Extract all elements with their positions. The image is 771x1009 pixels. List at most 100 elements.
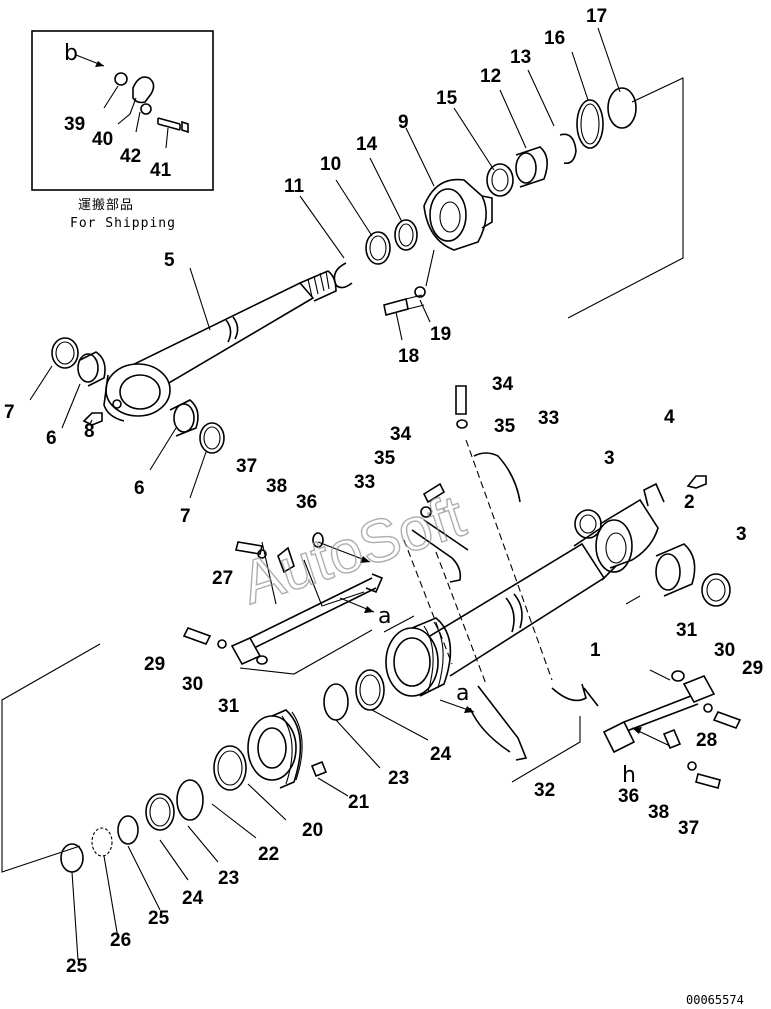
seal-ring-icon	[486, 163, 514, 197]
bolt-icon	[235, 541, 263, 555]
piston-nut	[247, 715, 297, 781]
part-label: 9	[398, 112, 409, 133]
part-label: 1	[590, 640, 601, 661]
part-label: 7	[4, 402, 15, 423]
inset-title-en: For Shipping	[70, 216, 176, 231]
piston-ring-icon	[355, 669, 385, 711]
part-label: 14	[356, 134, 378, 155]
part-label: 36	[618, 786, 639, 807]
part-label: 34	[390, 424, 412, 445]
part-label: 10	[320, 154, 341, 175]
bushing-icon	[515, 146, 548, 188]
part-label: 31	[218, 696, 240, 717]
watermark: AutoSoft	[233, 482, 473, 617]
cylinder-tube	[419, 542, 606, 677]
washer-icon	[456, 419, 468, 429]
pipe-clamp-icon	[551, 683, 599, 707]
snap-ring-icon	[559, 133, 577, 165]
pipe-27	[245, 577, 377, 651]
part-label: 34	[492, 374, 514, 395]
part-label: 18	[398, 346, 419, 367]
part-label: 19	[430, 324, 451, 345]
washer-icon	[217, 639, 227, 649]
o-ring-icon	[256, 655, 268, 665]
part-label: 16	[544, 28, 565, 49]
part-label: 35	[374, 448, 396, 469]
bracket-icon	[662, 728, 682, 750]
part-label: 38	[648, 802, 669, 823]
part-label: 35	[494, 416, 516, 437]
inset-label-40: 40	[92, 129, 113, 150]
part-label: 32	[534, 780, 555, 801]
set-screw-icon	[310, 760, 328, 778]
bushing-icon	[169, 399, 199, 437]
part-label: 2	[684, 492, 695, 513]
bushing-icon	[655, 543, 696, 597]
ref-letter-a: a	[378, 604, 391, 629]
part-label: 23	[218, 868, 239, 889]
part-label: 33	[538, 408, 559, 429]
part-label: 29	[742, 658, 763, 679]
part-label: 26	[110, 930, 131, 951]
part-label: 22	[258, 844, 279, 865]
wear-ring-icon	[176, 779, 204, 821]
washer-icon	[687, 761, 697, 771]
part-label: 38	[266, 476, 287, 497]
part-label: 6	[46, 428, 57, 449]
washer-icon	[703, 703, 713, 713]
snap-ring-icon	[333, 262, 353, 289]
part-label: 8	[84, 421, 95, 442]
shipping-parts-inset: b 39 40 42 41 運搬部品 For Shipping	[31, 30, 214, 231]
cylinder-head	[423, 178, 487, 251]
part-label: 3	[736, 524, 747, 545]
part-label: 17	[586, 6, 607, 27]
o-ring-icon	[671, 670, 685, 682]
part-label: 25	[66, 956, 88, 977]
cylinder-assembly	[1, 385, 742, 873]
part-label: 37	[236, 456, 257, 477]
inset-title-jp: 運搬部品	[78, 198, 134, 213]
part-label: 37	[678, 818, 699, 839]
inset-ref-letter: b	[64, 41, 78, 66]
backup-ring-icon	[576, 99, 604, 149]
inset-label-39: 39	[64, 114, 85, 135]
part-label: 30	[182, 674, 203, 695]
washer-icon	[414, 286, 426, 298]
part-label: 11	[284, 176, 305, 197]
bolt-icon	[712, 711, 742, 729]
part-label: 21	[348, 792, 370, 813]
part-label: 15	[436, 88, 458, 109]
piston-seal-stack	[60, 669, 429, 961]
pipe-clamp-icon	[469, 685, 528, 761]
part-label: 7	[180, 506, 191, 527]
o-ring-icon	[607, 87, 637, 129]
pipe-clamp-icon	[411, 519, 469, 583]
bracket-icon	[277, 546, 295, 574]
dust-seal-icon	[701, 573, 731, 607]
buffer-ring-icon	[365, 231, 391, 265]
clamp-bolt-icon	[455, 385, 467, 415]
rod-assembly	[29, 27, 684, 499]
pipe-flange-icon	[230, 636, 262, 666]
part-label: 24	[182, 888, 204, 909]
inset-label-41: 41	[150, 160, 172, 181]
bolt-icon	[182, 627, 212, 645]
clamp-bolt-icon	[422, 482, 446, 504]
part-label: 24	[430, 744, 452, 765]
part-labels: 17 16 13 12 15 9 14 10 11 5 19 18 7 6 8 …	[4, 6, 763, 977]
cushion-ring-icon	[213, 745, 247, 791]
part-label: 20	[302, 820, 323, 841]
o-ring-icon	[91, 827, 113, 857]
dust-seal-icon	[574, 509, 602, 539]
washer-icon	[420, 506, 432, 518]
bushing-icon	[79, 351, 106, 387]
wear-ring-icon	[323, 683, 349, 721]
cylinder-clevis	[599, 498, 659, 569]
drawing-number: 00065574	[686, 993, 744, 1007]
inset-ring-icon	[114, 72, 128, 86]
inset-bracket-icon	[132, 76, 155, 104]
grease-fitting-icon	[82, 412, 103, 426]
part-label: 23	[388, 768, 409, 789]
pipe-28	[623, 693, 699, 733]
